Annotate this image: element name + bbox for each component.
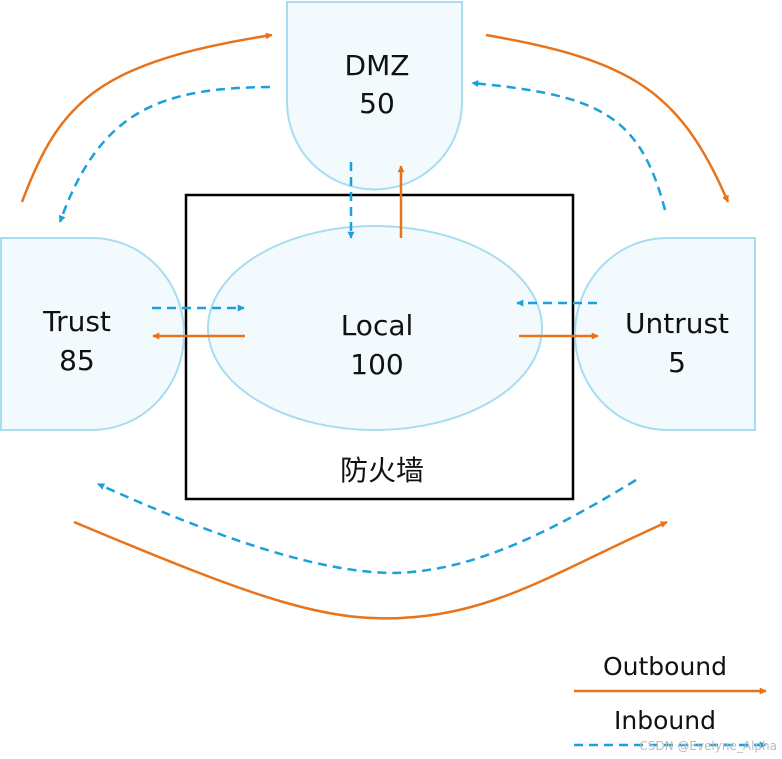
dmz-zone-name: DMZ bbox=[345, 49, 410, 82]
untrust-zone-name: Untrust bbox=[625, 307, 729, 340]
untrust-zone-priority: 5 bbox=[668, 346, 686, 379]
inbound-arrow-untrust-to-trust bbox=[97, 478, 637, 575]
dmz-zone-priority: 50 bbox=[359, 87, 395, 120]
outbound-arrow-trust-to-dmz bbox=[20, 32, 273, 203]
local-zone-priority: 100 bbox=[350, 348, 403, 381]
firewall-box bbox=[184, 193, 575, 501]
inbound-arrow-dmz-to-trust bbox=[58, 85, 271, 223]
trust-zone-priority: 85 bbox=[59, 344, 95, 377]
untrust-zone-shape bbox=[574, 237, 756, 431]
outbound-arrow-dmz-to-untrust bbox=[485, 33, 730, 203]
inbound-arrow-untrust-to-dmz bbox=[471, 80, 667, 211]
local-zone-name: Local bbox=[341, 309, 414, 342]
legend-inbound-label: Inbound bbox=[614, 706, 716, 735]
dmz-zone-shape bbox=[286, 1, 463, 191]
firewall-label: 防火墙 bbox=[340, 454, 424, 487]
trust-zone-name: Trust bbox=[42, 305, 111, 338]
trust-zone-shape bbox=[0, 237, 185, 431]
local-zone-shape bbox=[207, 225, 543, 431]
outbound-arrow-trust-to-untrust bbox=[73, 520, 668, 620]
legend-outbound-label: Outbound bbox=[603, 652, 727, 681]
watermark-text: CSDN @Evelyne_Alpha bbox=[639, 739, 777, 753]
